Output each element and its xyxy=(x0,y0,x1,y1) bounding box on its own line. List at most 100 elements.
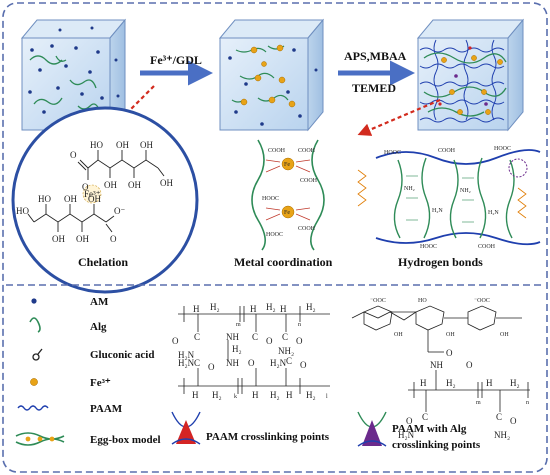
chem-label: H₂N xyxy=(178,350,195,360)
legend-alg: Alg xyxy=(90,321,107,333)
cooh-label: COOH xyxy=(298,226,316,232)
chem-label: O xyxy=(70,150,77,160)
chem-label: OH xyxy=(104,180,117,190)
chem-label: C xyxy=(286,356,292,366)
hydrogen-bonds-panel: HOOC COOH HOOC NH₂ H₂N NH₂ H₂N HOOC COOH… xyxy=(357,146,541,269)
chem-label: H₂N xyxy=(270,358,287,368)
hydrogen-bonds-label: Hydrogen bonds xyxy=(398,255,483,269)
chem-label: C xyxy=(194,358,200,368)
chem-label: HO xyxy=(418,298,427,304)
hooc-label: HOOC xyxy=(384,150,401,156)
chem-label: OH xyxy=(500,332,509,338)
chem-label: OH xyxy=(88,194,101,204)
h2n-label: H₂N xyxy=(488,210,499,216)
metal-coordination-panel: Fe Fe COOH COOH COOH HOOC COOH HOOC Meta… xyxy=(234,139,333,269)
chem-label: H xyxy=(280,304,287,314)
chem-label: H₂ xyxy=(446,378,456,388)
cooh-label: COOH xyxy=(300,178,318,184)
chem-label: ⁻OOC xyxy=(370,298,386,304)
chem-label: m xyxy=(476,400,481,406)
cooh-label: COOH xyxy=(268,148,286,154)
chem-label: O xyxy=(466,360,473,370)
chem-label: H₂N xyxy=(178,358,195,368)
chem-label: l xyxy=(326,394,328,400)
cube-eggbox-gel xyxy=(218,18,325,132)
chem-label: O xyxy=(446,348,453,358)
paam-structure: H H₂ H H₂ H H₂ m n C O H₂N NH C O C O NH… xyxy=(172,302,330,400)
chem-label: NH xyxy=(226,332,239,342)
am-legend-icon xyxy=(31,298,37,304)
chem-label: C xyxy=(422,412,428,422)
chem-label: OH xyxy=(446,332,455,338)
chem-label: m xyxy=(236,322,241,328)
hooc-label: HOOC xyxy=(262,196,279,202)
chem-label: OH xyxy=(128,180,141,190)
am-dots xyxy=(28,26,120,122)
chem-label: H xyxy=(252,390,259,400)
chem-label: OH xyxy=(116,140,129,150)
chem-label: H xyxy=(420,378,427,388)
paam-legend-icon xyxy=(17,405,49,411)
chem-label: O xyxy=(248,358,255,368)
hooc-label: HOOC xyxy=(494,146,511,152)
alginate-paam-structure: ⁻OOC ⁻OOC HO OH OH OH O NH O H H₂ H H₂ m… xyxy=(351,298,530,440)
legend-paam: PAAM xyxy=(90,403,123,415)
hooc-label: HOOC xyxy=(420,244,437,250)
chem-label: O xyxy=(266,336,273,346)
chem-label: O xyxy=(510,416,517,426)
legend: AM Alg Gluconic acid Fe³⁺ PAAM Egg-box m… xyxy=(15,296,481,451)
cooh-label: COOH xyxy=(298,148,316,154)
alg-legend-icon xyxy=(29,317,41,333)
chem-label: HO xyxy=(16,206,29,216)
chem-label: NH₂ xyxy=(494,430,510,440)
chelation-panel: Fe³⁺ HO OH OH OH OH OH O O HO OH OH OH O… xyxy=(11,106,199,294)
chem-label: OH xyxy=(64,194,77,204)
eggbox-legend-icon xyxy=(15,432,65,446)
chem-label: H xyxy=(486,378,493,388)
legend-gluconic: Gluconic acid xyxy=(90,349,154,361)
fe-label: Fe xyxy=(284,210,290,216)
chem-label: OH xyxy=(140,140,153,150)
chem-label: O xyxy=(300,360,307,370)
hooc-label: HOOC xyxy=(266,232,283,238)
nh2-label: NH₂ xyxy=(404,186,415,192)
nh2-label: NH₂ xyxy=(460,188,471,194)
chem-label: H₂ xyxy=(510,378,520,388)
chem-label: H xyxy=(250,304,257,314)
chelation-label: Chelation xyxy=(78,255,128,269)
chem-label: H₂ xyxy=(210,302,220,312)
chem-label: H₂ xyxy=(232,344,242,354)
chem-label: C xyxy=(282,332,288,342)
chem-label: O xyxy=(208,362,215,372)
chem-label: H₂ xyxy=(306,302,316,312)
cube-double-network-hydrogel xyxy=(416,18,525,132)
chem-label: HO xyxy=(90,140,103,150)
fe-ion-label: Fe³⁺ xyxy=(84,189,101,199)
red-arrow-bonds xyxy=(357,98,441,136)
chem-label: O xyxy=(172,336,179,346)
cooh-label: COOH xyxy=(478,244,496,250)
chem-label: O xyxy=(406,416,413,426)
chem-label: n xyxy=(526,400,529,406)
chem-label: H xyxy=(192,390,199,400)
metal-coordination-label: Metal coordination xyxy=(234,255,333,269)
step1-label: Fe³⁺/GDL xyxy=(150,53,202,67)
chem-label: H₂ xyxy=(266,302,276,312)
chem-label: OH xyxy=(394,332,403,338)
chem-label: ⁻OOC xyxy=(474,298,490,304)
chem-label: C xyxy=(252,332,258,342)
chem-label: H₂ xyxy=(270,390,280,400)
chem-label: H₂ xyxy=(212,390,222,400)
legend-paam-alg-line1: PAAM with Alg xyxy=(392,423,467,435)
legend-am: AM xyxy=(90,296,109,308)
chem-label: O⁻ xyxy=(114,206,125,216)
chem-label: n xyxy=(298,322,301,328)
chem-label: NH₂ xyxy=(278,346,294,356)
chem-label: NH xyxy=(226,358,239,368)
chem-label: O xyxy=(82,182,89,192)
chem-label: NH xyxy=(430,360,443,370)
chem-label: C xyxy=(496,412,502,422)
chem-label: H₂ xyxy=(306,390,316,400)
